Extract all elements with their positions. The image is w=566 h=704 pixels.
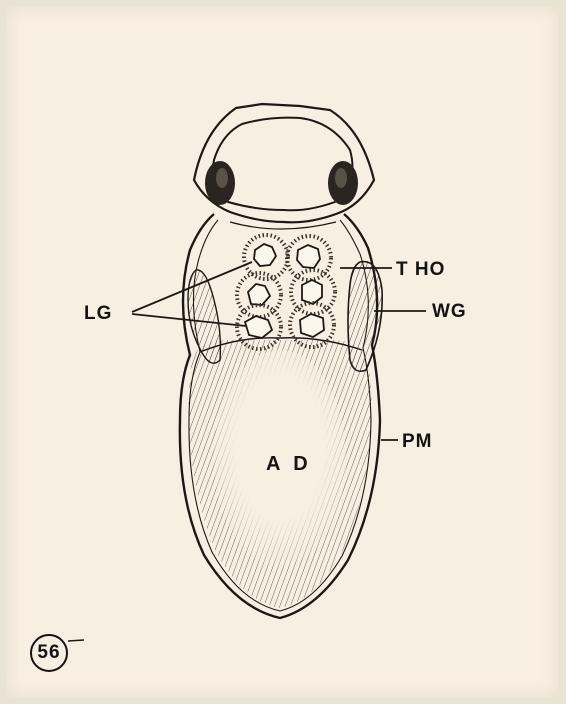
label-ad: A D (266, 454, 312, 474)
leg-gland-1 (244, 235, 288, 279)
leg-gland-4 (291, 270, 335, 314)
leg-gland-2 (287, 236, 331, 280)
label-lg: LG (84, 304, 112, 323)
leg-glands (237, 235, 335, 349)
plate-number-badge: 56 (30, 634, 68, 672)
label-wg: WG (432, 302, 467, 321)
head-capsule (194, 104, 374, 222)
plate-number: 56 (37, 642, 60, 664)
label-pm: PM (402, 432, 433, 451)
plate-number-tick (68, 640, 84, 641)
label-tho: T HO (396, 260, 445, 279)
